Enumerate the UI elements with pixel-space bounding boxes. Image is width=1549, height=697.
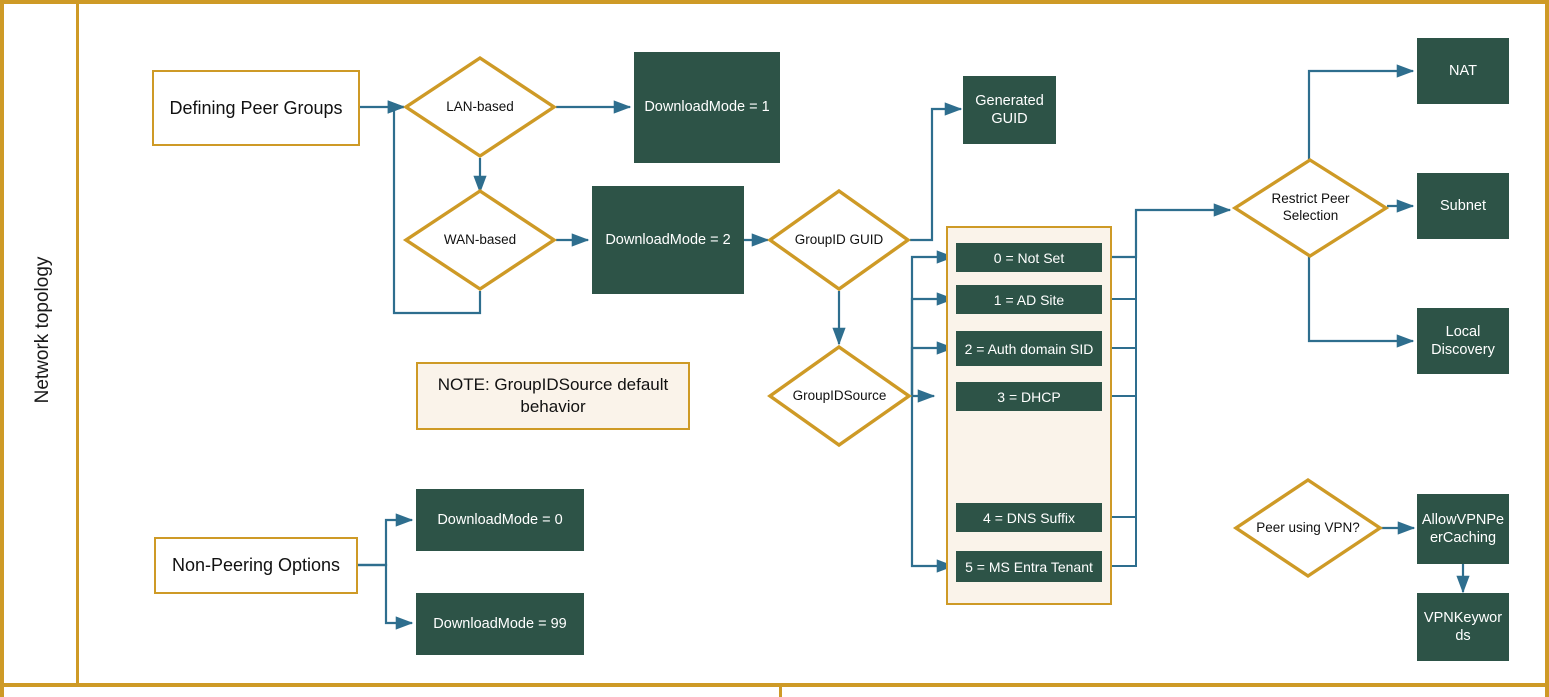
decision-wan-based[interactable]: WAN-based	[402, 188, 558, 292]
option-label: 0 = Not Set	[993, 249, 1065, 266]
decision-lan-based[interactable]: LAN-based	[402, 55, 558, 159]
option-groupid-source-2[interactable]: 2 = Auth domain SID	[956, 331, 1102, 366]
node-label: Non-Peering Options	[171, 555, 341, 575]
node-label-line2: GUID	[991, 111, 1028, 127]
node-label-line2: erCaching	[1429, 530, 1497, 546]
groupid-source-options-panel	[946, 226, 1112, 605]
option-label: 2 = Auth domain SID	[964, 340, 1094, 357]
decision-label: GroupID GUID	[794, 231, 884, 247]
frame-right-border	[1545, 0, 1549, 697]
decision-label: LAN-based	[446, 98, 514, 114]
decision-groupid-source[interactable]: GroupIDSource	[767, 344, 912, 448]
node-label-line1: VPNKeywor	[1423, 609, 1503, 626]
decision-label: WAN-based	[443, 231, 517, 247]
node-download-mode-2[interactable]: DownloadMode = 2	[592, 186, 744, 294]
decision-label-line2: Selection	[1282, 208, 1339, 223]
node-label: DownloadMode = 2	[605, 231, 731, 248]
node-label-line1: AllowVPNPe	[1421, 511, 1505, 528]
decision-label: Peer using VPN?	[1256, 519, 1360, 535]
frame-left-border	[0, 0, 4, 697]
row-divider	[0, 683, 1549, 687]
row-divider-tick	[779, 687, 782, 697]
decision-peer-using-vpn[interactable]: Peer using VPN?	[1232, 477, 1384, 579]
node-label: Subnet	[1440, 197, 1486, 214]
frame-top-border	[0, 0, 1549, 4]
option-label: 4 = DNS Suffix	[983, 509, 1075, 526]
node-vpn-keywords[interactable]: VPNKeywor ds	[1417, 593, 1509, 661]
option-label: 1 = AD Site	[993, 291, 1065, 308]
lane-title: Network topology	[32, 256, 53, 404]
decision-restrict-peer-selection[interactable]: Restrict Peer Selection	[1231, 157, 1390, 259]
node-label: DownloadMode = 1	[644, 99, 770, 116]
option-groupid-source-5[interactable]: 5 = MS Entra Tenant	[956, 551, 1102, 582]
node-allow-vpn-peer-caching[interactable]: AllowVPNPe erCaching	[1417, 494, 1509, 564]
lane-divider	[76, 0, 79, 684]
node-local-discovery[interactable]: Local Discovery	[1417, 308, 1509, 374]
decision-groupid-guid[interactable]: GroupID GUID	[767, 188, 911, 292]
node-download-mode-99[interactable]: DownloadMode = 99	[416, 593, 584, 655]
node-label: DownloadMode = 0	[437, 511, 563, 528]
node-label-line1: Generated	[975, 92, 1044, 109]
node-non-peering-options[interactable]: Non-Peering Options	[154, 537, 358, 594]
node-generated-guid[interactable]: Generated GUID	[963, 76, 1056, 144]
node-label: Defining Peer Groups	[169, 97, 343, 118]
note-line2: behavior	[520, 397, 586, 416]
node-label: DownloadMode = 99	[433, 615, 567, 632]
decision-label-line1: Restrict Peer	[1271, 191, 1350, 207]
decision-label: Restrict Peer Selection	[1233, 158, 1388, 258]
option-groupid-source-1[interactable]: 1 = AD Site	[956, 285, 1102, 314]
option-label: 5 = MS Entra Tenant	[965, 558, 1093, 575]
node-nat[interactable]: NAT	[1417, 38, 1509, 104]
node-label-line2: Discovery	[1431, 342, 1495, 358]
option-groupid-source-4[interactable]: 4 = DNS Suffix	[956, 503, 1102, 532]
option-label: 3 = DHCP	[997, 388, 1061, 405]
node-defining-peer-groups[interactable]: Defining Peer Groups	[152, 70, 360, 146]
note-groupidsource-default: NOTE: GroupIDSource default behavior	[416, 362, 690, 430]
node-label-line1: Local	[1445, 323, 1481, 340]
note-line1: NOTE: GroupIDSource default	[437, 374, 669, 394]
option-groupid-source-0[interactable]: 0 = Not Set	[956, 243, 1102, 272]
decision-label: GroupIDSource	[792, 387, 887, 403]
node-label-line2: ds	[1455, 628, 1471, 644]
option-groupid-source-3[interactable]: 3 = DHCP	[956, 382, 1102, 411]
node-subnet[interactable]: Subnet	[1417, 173, 1509, 239]
node-download-mode-1[interactable]: DownloadMode = 1	[634, 52, 780, 163]
node-label: NAT	[1449, 62, 1477, 79]
node-download-mode-0[interactable]: DownloadMode = 0	[416, 489, 584, 551]
